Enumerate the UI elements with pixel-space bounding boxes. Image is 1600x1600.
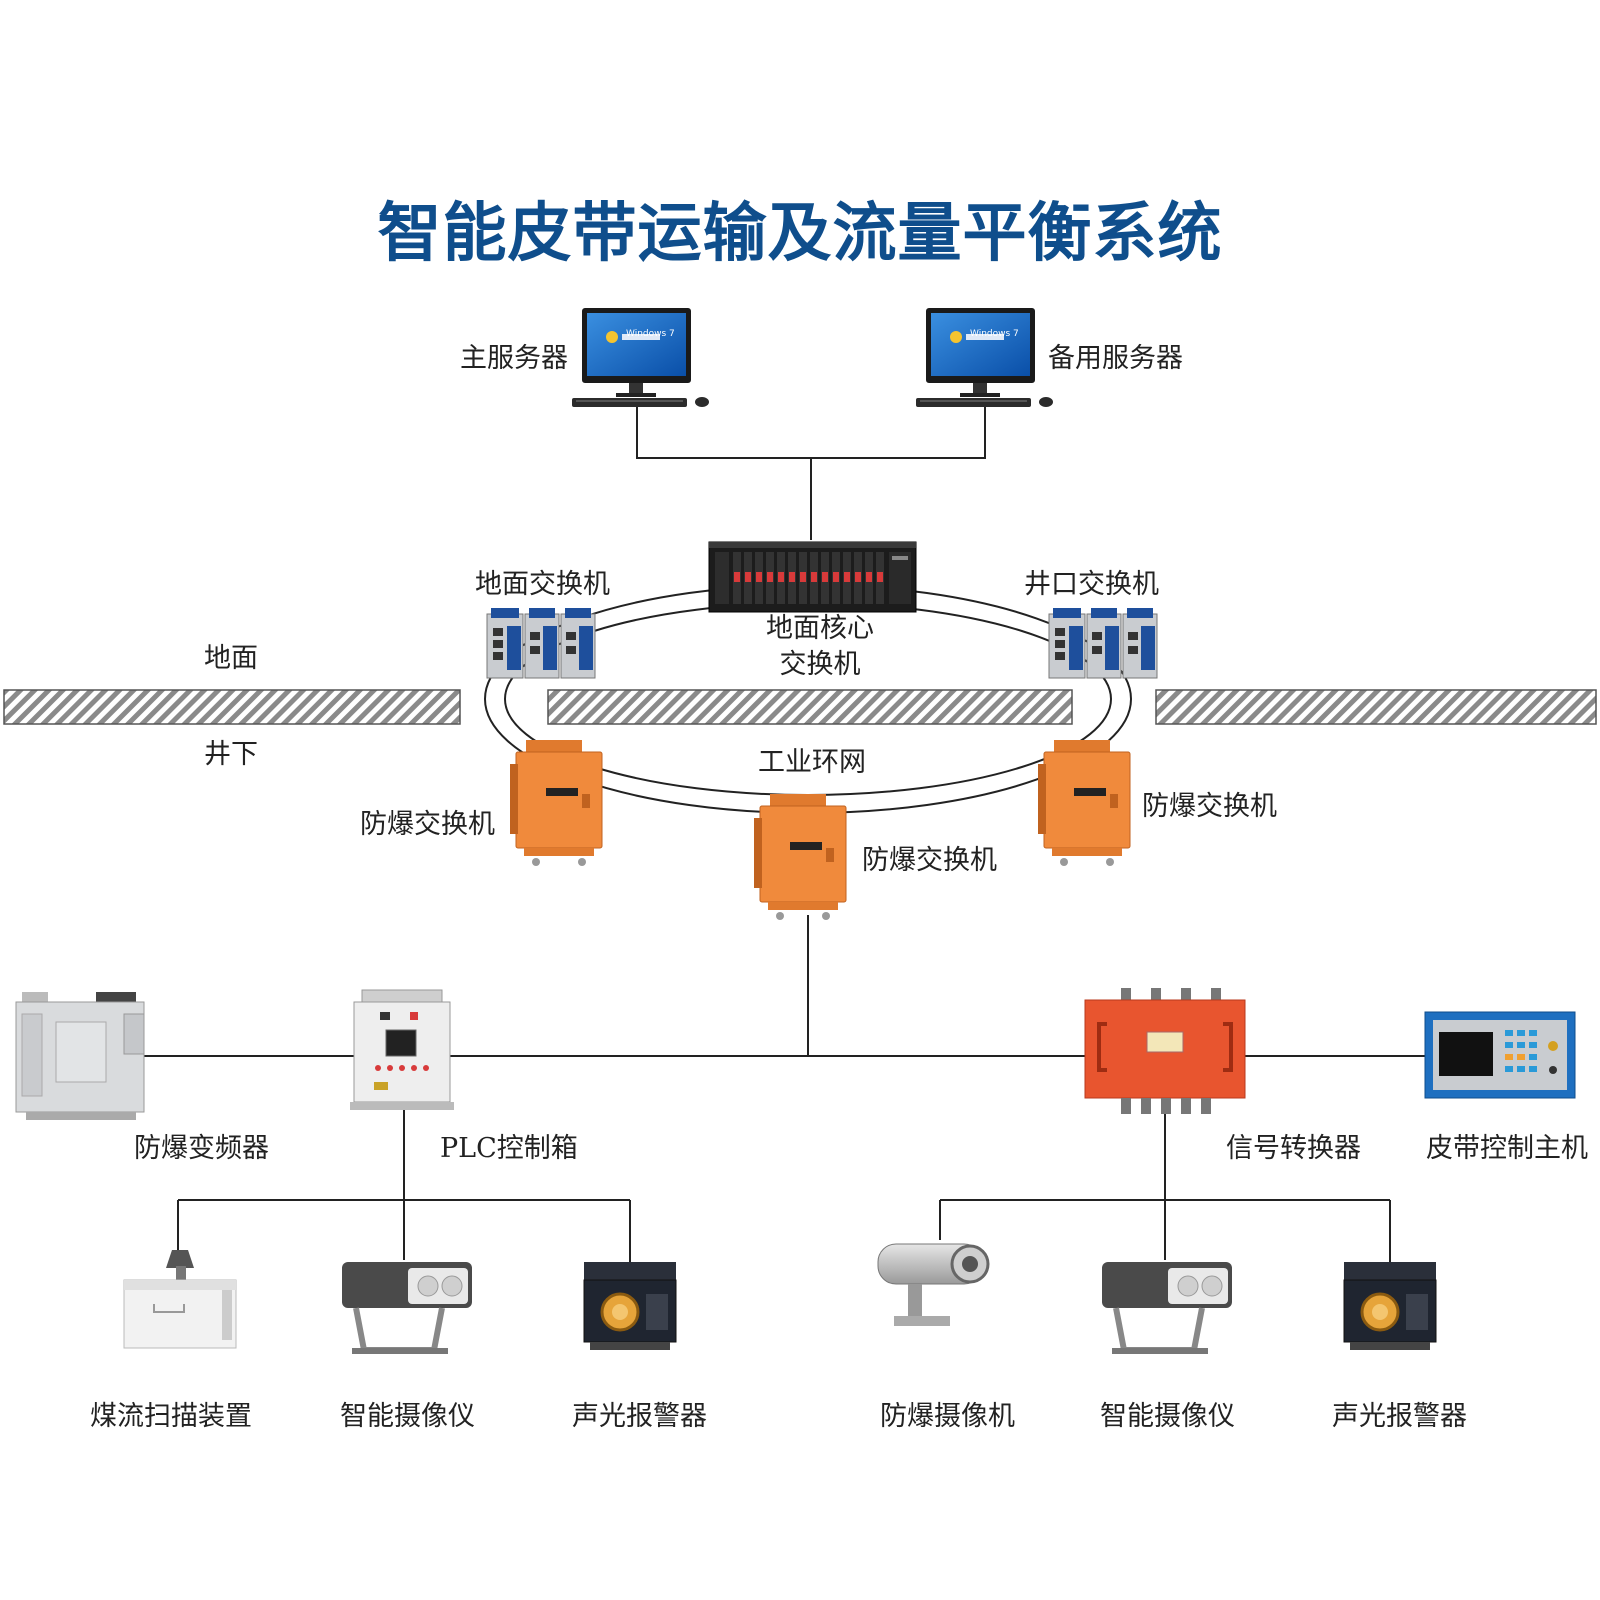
label-zone-underground: 井下 — [204, 739, 258, 770]
label-ground-switch: 地面交换机 — [475, 569, 610, 600]
core-switch-rack-icon[interactable] — [708, 541, 917, 613]
explosion-proof-switch-left-icon[interactable] — [510, 740, 603, 866]
backup-server-computer-icon[interactable] — [916, 308, 1053, 407]
audible-visual-alarm-left-icon[interactable] — [583, 1262, 677, 1350]
label-ex-switch-left: 防爆交换机 — [360, 809, 495, 840]
label-alarm-left: 声光报警器 — [572, 1401, 707, 1432]
label-smart-camera-right: 智能摄像仪 — [1100, 1401, 1235, 1432]
diagram-title: 智能皮带运输及流量平衡系统 — [377, 197, 1223, 271]
smart-camera-left-icon[interactable] — [342, 1262, 472, 1354]
main-server-computer-icon[interactable] — [572, 308, 709, 407]
label-signal-converter: 信号转换器 — [1226, 1133, 1361, 1164]
label-ex-switch-right: 防爆交换机 — [1142, 791, 1277, 822]
label-alarm-right: 声光报警器 — [1332, 1401, 1467, 1432]
label-vfd: 防爆变频器 — [134, 1133, 269, 1164]
label-core-switch-line2: 交换机 — [779, 649, 861, 680]
label-smart-camera-left: 智能摄像仪 — [340, 1401, 475, 1432]
ground-surface-band — [3, 689, 1597, 725]
explosion-proof-switch-center-icon[interactable] — [754, 794, 847, 920]
label-backup-server: 备用服务器 — [1048, 343, 1183, 374]
ground-switch-icon[interactable] — [486, 608, 596, 679]
label-ring-network: 工业环网 — [758, 747, 866, 778]
explosion-proof-camera-icon[interactable] — [877, 1243, 990, 1326]
main-server-os-badge: Windows 7 — [626, 329, 675, 339]
label-main-server: 主服务器 — [460, 343, 568, 374]
belt-controller-icon[interactable] — [1424, 1011, 1576, 1099]
wellhead-switch-icon[interactable] — [1048, 608, 1158, 679]
smart-camera-right-icon[interactable] — [1102, 1262, 1232, 1354]
label-ex-camera: 防爆摄像机 — [880, 1401, 1015, 1432]
vfd-cabinet-icon[interactable] — [15, 992, 145, 1120]
backup-server-os-badge: Windows 7 — [970, 329, 1019, 339]
label-wellhead-switch: 井口交换机 — [1024, 569, 1159, 600]
label-zone-ground: 地面 — [204, 643, 258, 674]
line-servers-to-core — [636, 403, 986, 459]
label-coal-scanner: 煤流扫描装置 — [90, 1401, 252, 1432]
label-belt-controller: 皮带控制主机 — [1426, 1133, 1588, 1164]
audible-visual-alarm-right-icon[interactable] — [1343, 1262, 1437, 1350]
label-ex-switch-center: 防爆交换机 — [862, 845, 997, 876]
plc-control-box-icon[interactable] — [350, 989, 454, 1110]
label-plc: PLC控制箱 — [440, 1133, 578, 1164]
coal-flow-scanner-icon[interactable] — [123, 1250, 237, 1349]
label-core-switch-line1: 地面核心 — [766, 613, 874, 644]
explosion-proof-switch-right-icon[interactable] — [1038, 740, 1131, 866]
signal-converter-icon[interactable] — [1084, 988, 1246, 1114]
